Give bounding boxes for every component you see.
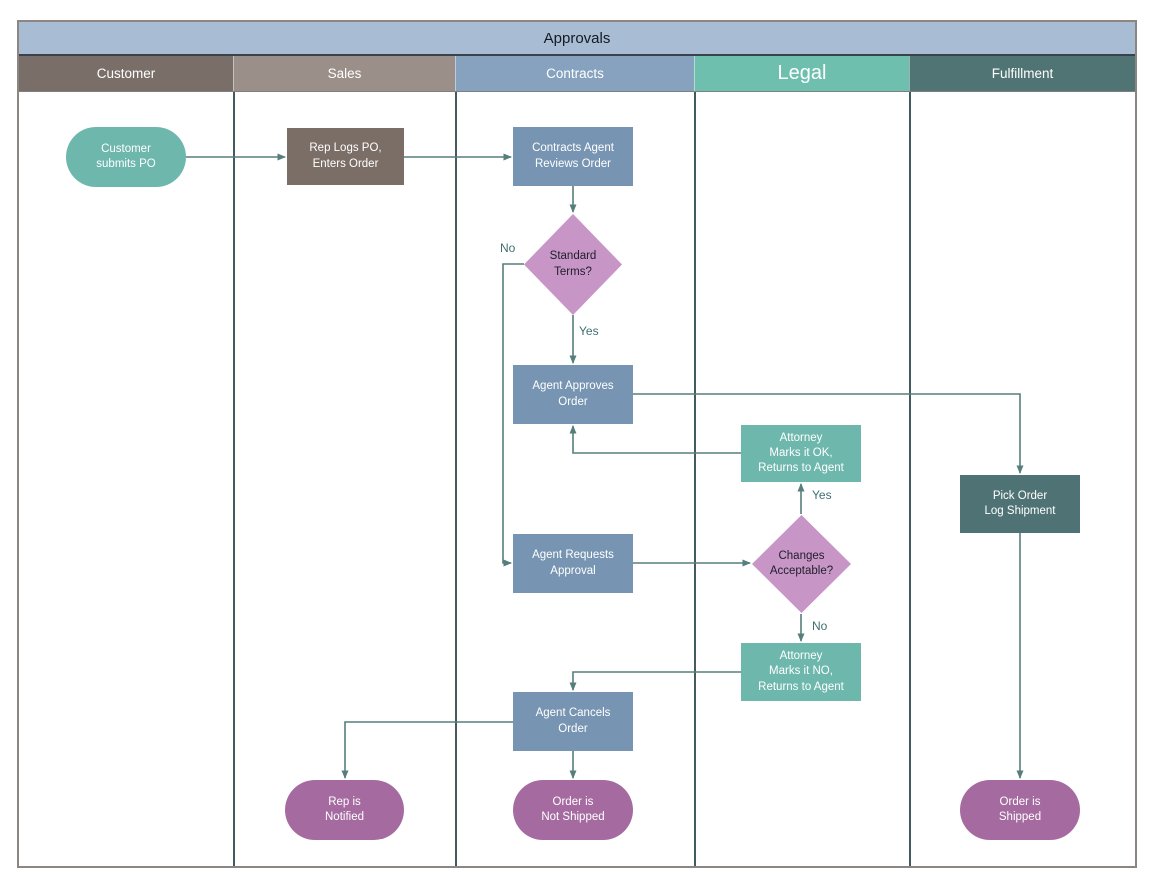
edge-label-standard-terms-no: No: [500, 241, 516, 255]
node-order-is-shipped[interactable]: Order is Shipped: [960, 780, 1080, 840]
lane-header-contracts[interactable]: Contracts: [455, 56, 694, 91]
lane-header-sales[interactable]: Sales: [233, 56, 455, 91]
lane-divider: [455, 92, 457, 866]
lane-divider: [233, 92, 235, 866]
diagram-title: Approvals: [19, 22, 1135, 56]
node-customer-submits-po[interactable]: Customer submits PO: [66, 127, 186, 187]
node-contracts-agent-reviews-order[interactable]: Contracts Agent Reviews Order: [513, 127, 633, 186]
node-agent-requests-approval[interactable]: Agent Requests Approval: [513, 534, 633, 593]
lane-header-customer[interactable]: Customer: [19, 56, 233, 91]
node-rep-is-notified[interactable]: Rep is Notified: [285, 780, 404, 840]
lane-header-fulfillment[interactable]: Fulfillment: [909, 56, 1135, 91]
node-agent-approves-order[interactable]: Agent Approves Order: [513, 365, 633, 424]
edge-label-changes-yes: Yes: [812, 488, 832, 502]
node-agent-cancels-order[interactable]: Agent Cancels Order: [513, 692, 633, 751]
node-pick-order-log-shipment[interactable]: Pick Order Log Shipment: [960, 475, 1080, 533]
lane-header-legal[interactable]: Legal: [694, 56, 909, 91]
edge-label-changes-no: No: [812, 619, 828, 633]
node-attorney-marks-no[interactable]: Attorney Marks it NO, Returns to Agent: [741, 643, 861, 701]
node-rep-logs-po-enters-order[interactable]: Rep Logs PO, Enters Order: [287, 128, 404, 185]
edge-label-standard-terms-yes: Yes: [579, 324, 599, 338]
node-attorney-marks-ok[interactable]: Attorney Marks it OK, Returns to Agent: [741, 425, 861, 482]
node-order-is-not-shipped[interactable]: Order is Not Shipped: [513, 780, 633, 840]
lane-divider: [909, 92, 911, 866]
lane-divider: [694, 92, 696, 866]
